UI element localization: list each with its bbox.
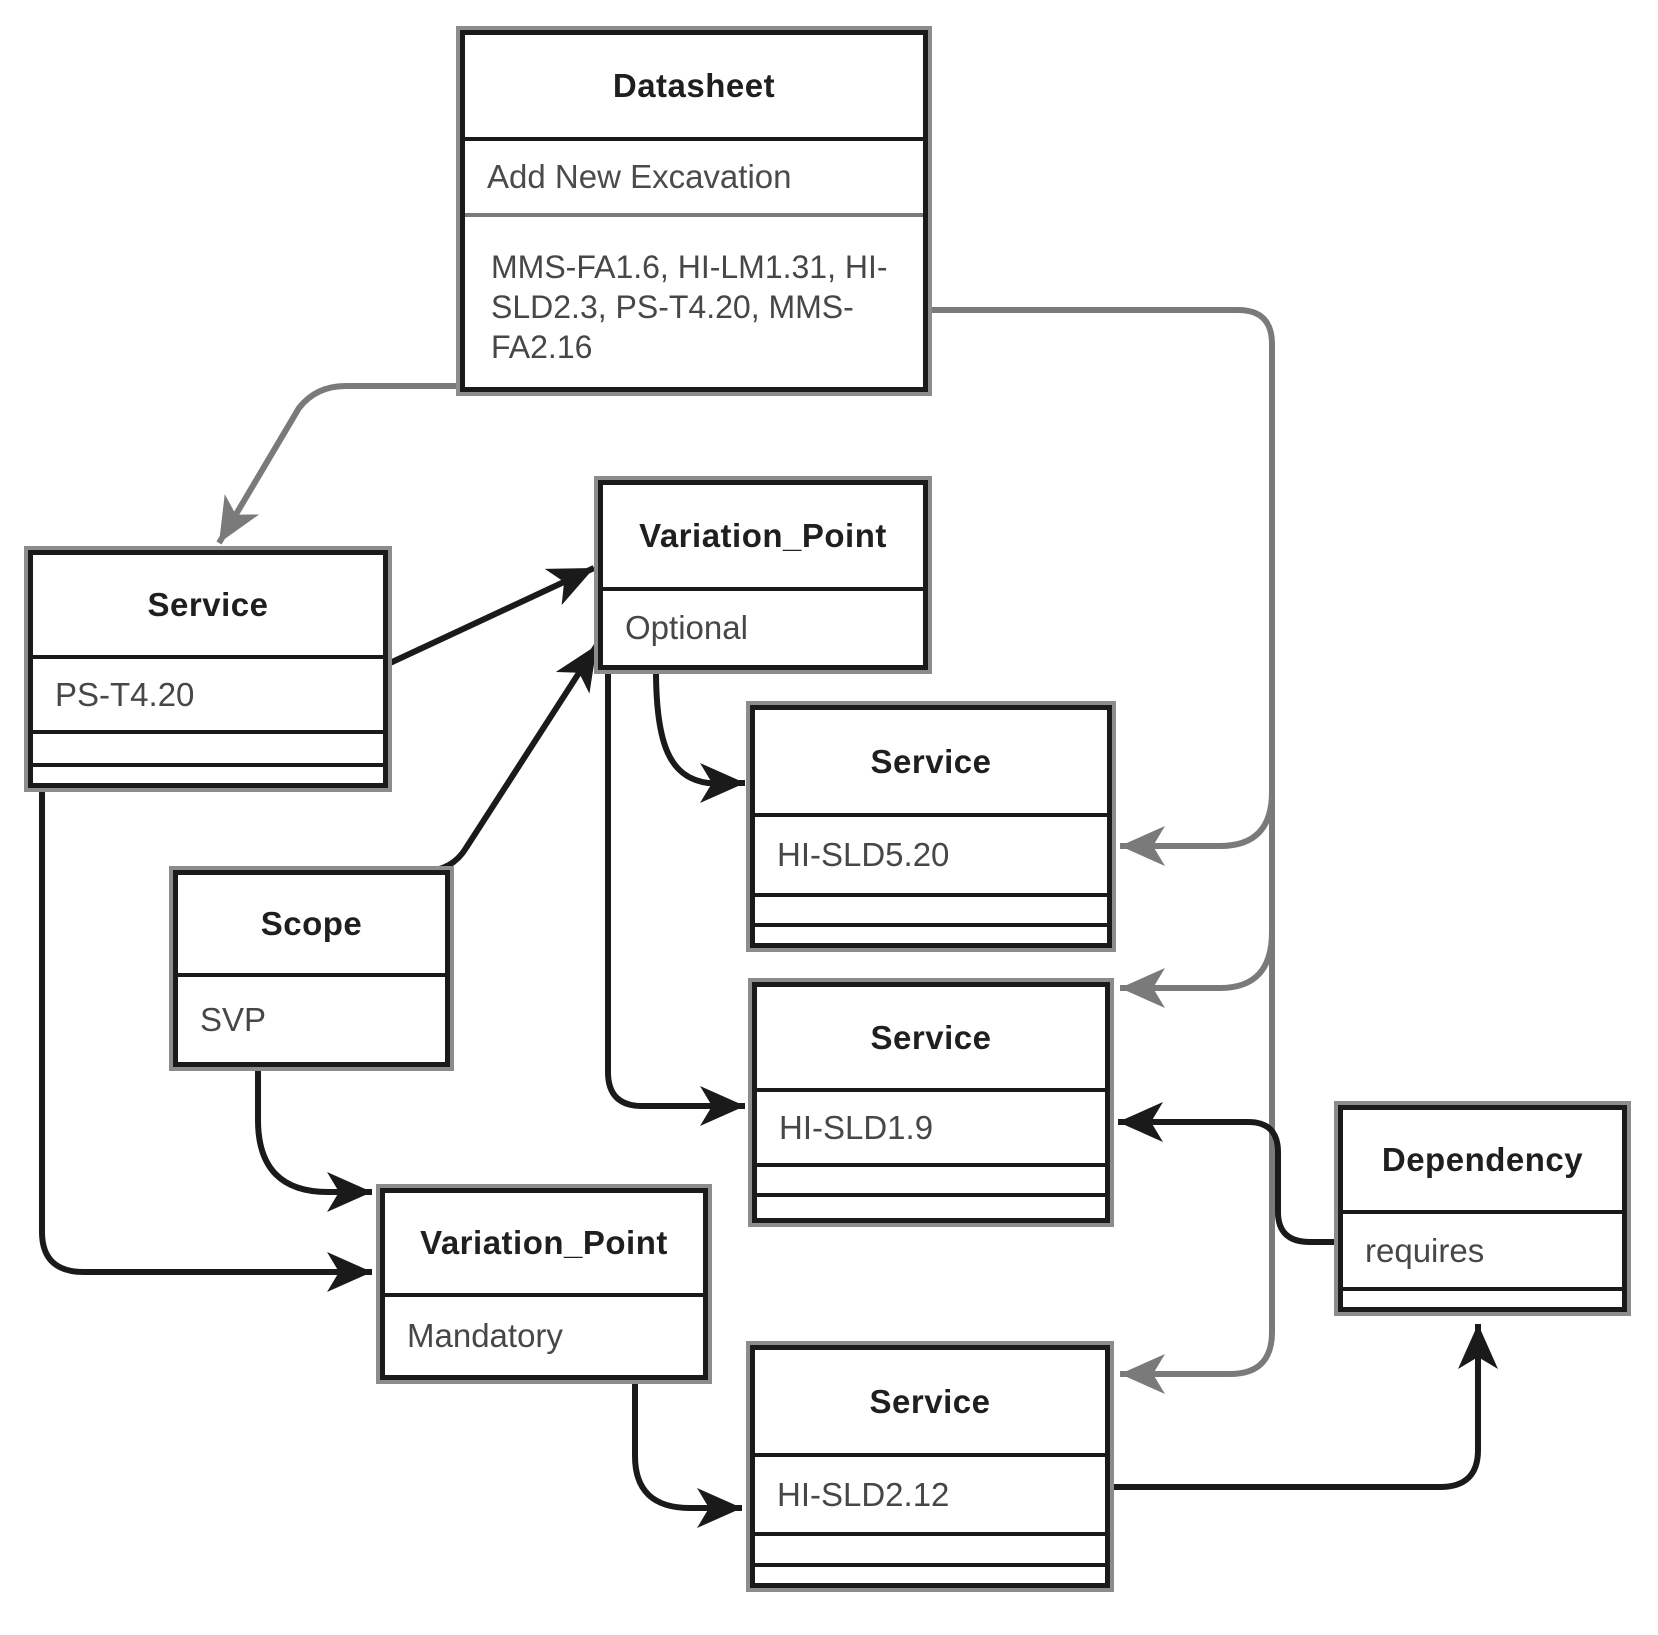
node-service-ps-t420-empty-compartment	[33, 730, 383, 763]
node-service-hi-sld19[interactable]: Service HI-SLD1.9	[748, 978, 1114, 1227]
node-dependency-requires[interactable]: Dependency requires	[1334, 1101, 1631, 1316]
node-dependency-requires-value: requires	[1343, 1210, 1622, 1287]
node-variation-point-mandatory-value: Mandatory	[385, 1293, 703, 1375]
node-service-ps-t420-empty-compartment	[33, 763, 383, 783]
edge-service-ps-t420-to-vp-mandatory	[39, 788, 372, 1292]
node-dependency-requires-empty-compartment	[1343, 1287, 1622, 1307]
edge-vp-optional-to-service-hi-sld520	[653, 669, 745, 803]
node-service-ps-t420[interactable]: Service PS-T4.20	[24, 546, 392, 792]
edge-scope-to-vp-optional	[423, 643, 600, 874]
node-datasheet-attributes: MMS-FA1.6, HI-LM1.31, HI-SLD2.3, PS-T4.2…	[465, 213, 923, 387]
node-service-hi-sld520-empty-compartment	[755, 893, 1107, 923]
node-service-hi-sld212[interactable]: Service HI-SLD2.12	[746, 1341, 1114, 1592]
edge-dependency-to-service-hi-sld19	[1118, 1102, 1338, 1245]
edge-datasheet-to-service-hi-sld19	[1120, 931, 1275, 1008]
node-dependency-requires-title: Dependency	[1381, 1141, 1584, 1178]
node-scope-svp[interactable]: Scope SVP	[169, 866, 454, 1071]
edge-scope-to-vp-mandatory	[255, 1067, 372, 1212]
node-service-hi-sld212-title: Service	[869, 1382, 991, 1420]
node-scope-svp-title: Scope	[260, 905, 363, 942]
node-variation-point-optional-title: Variation_Point	[639, 517, 887, 554]
node-variation-point-optional-value: Optional	[603, 587, 923, 665]
node-service-hi-sld212-empty-compartment	[755, 1532, 1105, 1563]
node-service-ps-t420-value: PS-T4.20	[33, 655, 383, 730]
node-service-hi-sld19-value: HI-SLD1.9	[757, 1088, 1105, 1163]
node-service-hi-sld19-empty-compartment	[757, 1163, 1105, 1193]
edge-datasheet-to-service-ps-t420	[216, 383, 580, 545]
node-service-hi-sld520-title: Service	[870, 742, 992, 780]
node-service-hi-sld212-value: HI-SLD2.12	[755, 1453, 1105, 1532]
node-variation-point-mandatory-title: Variation_Point	[420, 1224, 668, 1261]
node-service-hi-sld212-empty-compartment	[755, 1563, 1105, 1583]
node-variation-point-optional[interactable]: Variation_Point Optional	[594, 476, 932, 674]
node-service-hi-sld520-value: HI-SLD5.20	[755, 813, 1107, 893]
node-service-hi-sld19-empty-compartment	[757, 1193, 1105, 1218]
edge-service-hi-sld212-to-dependency	[1110, 1324, 1498, 1490]
node-service-hi-sld520[interactable]: Service HI-SLD5.20	[746, 701, 1116, 952]
node-scope-svp-value: SVP	[178, 973, 445, 1062]
node-variation-point-mandatory[interactable]: Variation_Point Mandatory	[376, 1184, 712, 1384]
node-datasheet-operation: Add New Excavation	[465, 137, 923, 213]
edge-datasheet-to-service-hi-sld212	[926, 307, 1275, 1394]
node-datasheet-title: Datasheet	[612, 67, 776, 104]
node-service-hi-sld19-title: Service	[870, 1018, 992, 1056]
node-service-hi-sld520-empty-compartment	[755, 923, 1107, 943]
edge-vp-optional-to-service-hi-sld19	[605, 670, 745, 1126]
edge-vp-mandatory-to-service-hi-sld212	[632, 1380, 742, 1528]
node-datasheet[interactable]: Datasheet Add New Excavation MMS-FA1.6, …	[456, 26, 932, 396]
edge-datasheet-to-service-hi-sld520	[1120, 791, 1275, 866]
edge-service-ps-t420-to-vp-optional	[388, 565, 596, 666]
node-service-ps-t420-title: Service	[147, 586, 269, 623]
